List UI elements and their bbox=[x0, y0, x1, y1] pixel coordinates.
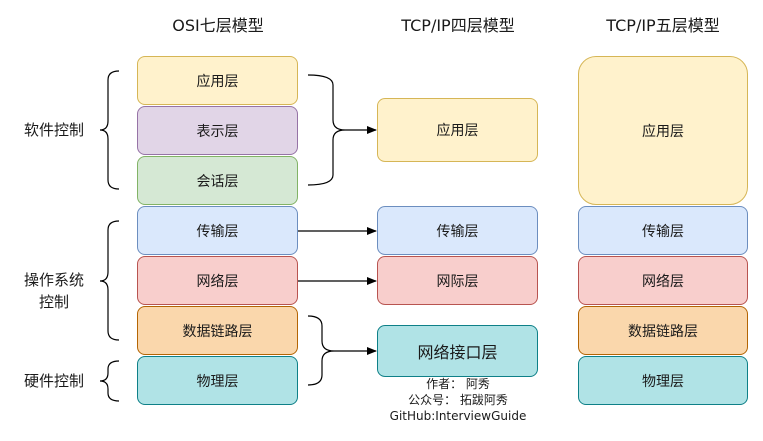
tcpip4-application-label: 应用层 bbox=[436, 123, 479, 139]
author-line: 作者： 阿秀 bbox=[426, 377, 490, 391]
software-brace bbox=[99, 70, 120, 190]
osi-application-label: 应用层 bbox=[196, 73, 239, 90]
osi-data-link-layer: 数据链路层 bbox=[137, 306, 298, 355]
tcpip5-data-link-label: 数据链路层 bbox=[628, 323, 698, 340]
tcpip5-physical-layer: 物理层 bbox=[578, 356, 748, 405]
osi-network-layer: 网络层 bbox=[137, 256, 298, 305]
software-control-label: 软件控制 bbox=[23, 121, 84, 139]
osi-physical-layer: 物理层 bbox=[137, 356, 298, 405]
tcpip5-application-label: 应用层 bbox=[642, 123, 684, 140]
osi-presentation-label: 表示层 bbox=[196, 123, 239, 140]
wechat-account-line: 公众号： 拓跋阿秀 bbox=[408, 393, 508, 407]
osi-presentation-layer: 表示层 bbox=[137, 106, 298, 155]
tcpip5-data-link-layer: 数据链路层 bbox=[578, 306, 748, 355]
os-control-label-line1: 操作系统 bbox=[23, 271, 84, 289]
osi-session-label: 会话层 bbox=[196, 173, 239, 190]
tcpip5-network-layer: 网络层 bbox=[578, 256, 748, 305]
osi-session-layer: 会话层 bbox=[137, 156, 298, 205]
os-brace bbox=[99, 220, 120, 341]
tcpip4-transport-layer: 传输层 bbox=[377, 206, 538, 255]
hardware-control-label: 硬件控制 bbox=[23, 372, 84, 390]
tcpip5-transport-label: 传输层 bbox=[642, 223, 684, 240]
github-line: GitHub:InterviewGuide bbox=[389, 409, 527, 423]
os-control-label-line2: 控制 bbox=[38, 293, 69, 311]
tcpip-four-layer-title: TCP/IP四层模型 bbox=[401, 16, 515, 35]
osi-model-title: OSI七层模型 bbox=[172, 16, 264, 35]
tcpip4-transport-label: 传输层 bbox=[436, 223, 479, 240]
tcpip5-transport-layer: 传输层 bbox=[578, 206, 748, 255]
tcpip4-network-interface-layer: 网络接口层 bbox=[377, 325, 538, 377]
tcpip5-application-layer: 应用层 bbox=[578, 56, 748, 205]
osi-data-link-label: 数据链路层 bbox=[182, 323, 253, 340]
tcpip4-internet-label: 网际层 bbox=[436, 273, 479, 290]
osi-application-layer: 应用层 bbox=[137, 56, 298, 105]
osi-transport-label: 传输层 bbox=[196, 223, 239, 240]
lower-layers-brace bbox=[307, 315, 335, 386]
tcpip4-network-interface-label: 网络接口层 bbox=[417, 343, 498, 362]
tcpip5-physical-label: 物理层 bbox=[642, 373, 684, 390]
tcpip-five-layer-title: TCP/IP五层模型 bbox=[606, 16, 720, 35]
tcpip4-internet-layer: 网际层 bbox=[377, 256, 538, 305]
osi-transport-layer: 传输层 bbox=[137, 206, 298, 255]
osi-physical-label: 物理层 bbox=[196, 373, 239, 390]
hardware-brace bbox=[99, 360, 120, 402]
upper-layers-brace bbox=[307, 74, 346, 186]
tcpip4-application-layer: 应用层 bbox=[377, 98, 538, 162]
osi-network-label: 网络层 bbox=[196, 273, 239, 290]
tcpip5-network-label: 网络层 bbox=[642, 273, 684, 290]
